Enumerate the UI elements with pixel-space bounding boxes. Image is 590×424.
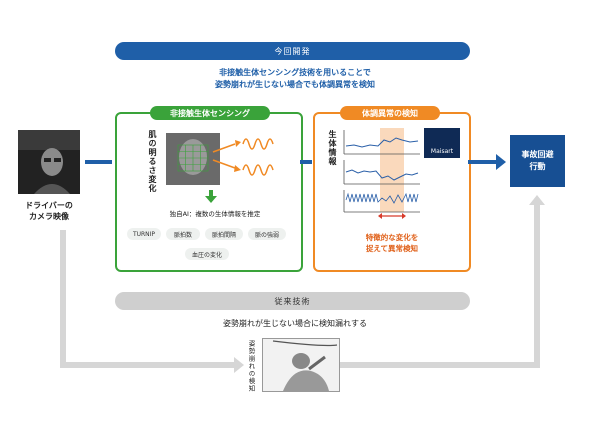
gray-line-down [60,230,66,368]
result-line-1: 事故回避 [521,150,554,159]
posture-detection-label: 姿勢崩れの検知 [247,340,255,393]
subtitle-line-2: 姿勢崩れが生じない場合でも体調異常を検知 [215,80,375,89]
driver-caption: ドライバーの カメラ映像 [8,200,90,222]
face-grid-icon [177,139,209,175]
chip-blood-pressure: 血圧の変化 [185,248,229,260]
driver-camera-image [18,130,80,194]
current-development-pill: 今回開発 [115,42,470,60]
slumped-driver-icon [272,340,338,391]
current-development-subtitle: 非接触生体センシング技術を用いることで 姿勢崩れが生じない場合でも体調異常を検知 [160,67,430,91]
maisart-logo-text: Maisart [430,148,454,155]
flow-arrow-3 [468,160,498,164]
chip-pulse-interval: 脈拍間隔 [205,228,243,240]
anomaly-note-line-1: 特徴的な変化を [365,233,419,242]
contactless-sensing-header: 非接触生体センシング [150,106,270,120]
slumped-driver-image [262,338,340,392]
flow-arrow-1 [85,160,112,164]
chip-turnip: TURNIP [127,228,161,240]
arrow-head-icon [496,154,506,170]
conventional-tech-pill: 従来技術 [115,292,470,310]
accident-avoidance-box: 事故回避 行動 [510,135,565,187]
flow-arrow-2 [300,160,312,164]
maisart-logo: Maisart [424,128,460,158]
gray-line-right [60,362,236,368]
ai-estimation-text: 独自AI：複数の生体情報を推定 [169,210,261,218]
down-arrow-icon [205,190,217,203]
result-line-2: 行動 [529,162,546,171]
face-analysis-thumbnail [166,133,220,185]
driver-face-icon [18,130,80,194]
biometric-info-label: 生体情報 [328,130,337,166]
anomaly-note: 特徴的な変化を 捉えて異常検知 [340,232,444,254]
gray-arrow-head-icon [234,357,244,373]
conventional-subtitle: 姿勢崩れが生じない場合に検知漏れする [223,319,367,328]
biometric-graphs [343,128,420,219]
anomaly-detection-header: 体調異常の検知 [340,106,440,120]
gray-line-out [338,362,540,368]
driver-caption-line-2: カメラ映像 [29,212,69,221]
subtitle-line-1: 非接触生体センシング技術を用いることで [219,68,371,77]
pulse-waves-icon [212,138,274,176]
chip-pulse-rate: 脈拍数 [166,228,200,240]
driver-caption-line-1: ドライバーの [25,201,73,210]
gray-up-arrow-icon [529,195,545,205]
gray-line-up [534,204,540,368]
anomaly-note-line-2: 捉えて異常検知 [365,244,419,253]
skin-brightness-label: 肌の明るさ変化 [148,130,157,193]
chip-pulse-strength: 脈の強弱 [248,228,286,240]
